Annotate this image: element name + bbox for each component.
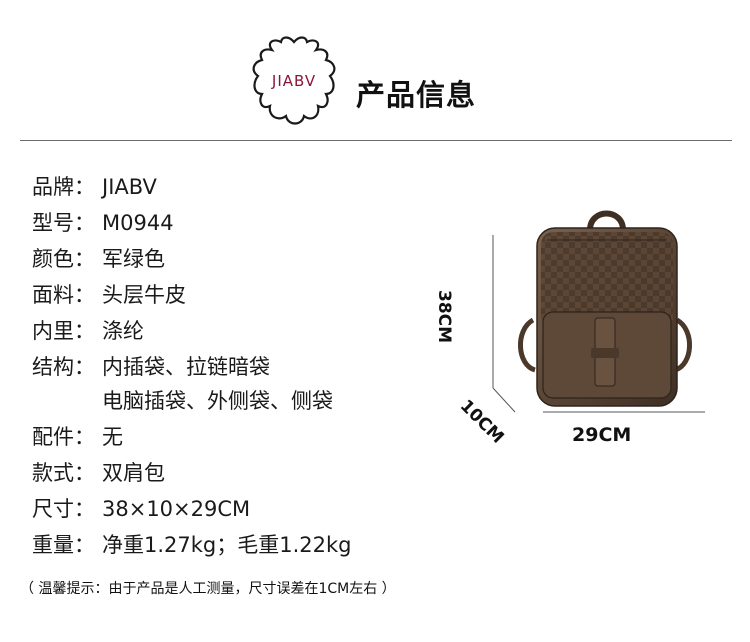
spec-label: 面料：	[32, 283, 95, 307]
spec-row-structure-continued: 电脑插袋、外侧袋、侧袋	[32, 386, 452, 422]
spec-label: 结构：	[32, 355, 95, 379]
spec-value: 军绿色	[102, 247, 165, 271]
spec-list: 品牌： JIABV 型号： M0944 颜色： 军绿色 面料： 头层牛皮 内里：…	[32, 172, 452, 566]
spec-value: M0944	[102, 211, 174, 235]
spec-value: 38×10×29CM	[102, 497, 251, 521]
spec-label: 颜色：	[32, 247, 95, 271]
header-divider	[20, 140, 732, 141]
backpack-illustration	[492, 210, 705, 413]
spec-row-style: 款式： 双肩包	[32, 458, 452, 494]
spec-value: JIABV	[102, 175, 157, 199]
spec-row-material: 面料： 头层牛皮	[32, 280, 452, 316]
spec-label: 重量：	[32, 533, 95, 557]
spec-value: 净重1.27kg；毛重1.22kg	[102, 533, 352, 557]
spec-label: 内里：	[32, 319, 95, 343]
measurement-note: （ 温馨提示：由于产品是人工测量，尺寸误差在1CM左右 ）	[20, 581, 396, 597]
spec-label: 尺寸：	[32, 497, 95, 521]
spec-value: 无	[102, 425, 123, 449]
leather-hide-icon	[252, 36, 336, 125]
brand-logo: JIABV	[244, 34, 344, 130]
spec-row-model: 型号： M0944	[32, 208, 452, 244]
spec-row-lining: 内里： 涤纶	[32, 316, 452, 352]
dimension-width-label: 29CM	[572, 424, 632, 446]
spec-value: 涤纶	[102, 319, 144, 343]
logo-text: JIABV	[271, 72, 317, 90]
product-image	[455, 200, 725, 460]
spec-row-brand: 品牌： JIABV	[32, 172, 452, 208]
page-title: 产品信息	[356, 78, 477, 112]
spec-value: 电脑插袋、外侧袋、侧袋	[102, 389, 333, 413]
spec-row-color: 颜色： 军绿色	[32, 244, 452, 280]
spec-row-size: 尺寸： 38×10×29CM	[32, 494, 452, 530]
spec-label: 品牌：	[32, 175, 95, 199]
spec-label: 型号：	[32, 211, 95, 235]
spec-row-weight: 重量： 净重1.27kg；毛重1.22kg	[32, 530, 452, 566]
spec-value: 头层牛皮	[102, 283, 186, 307]
spec-row-accessories: 配件： 无	[32, 422, 452, 458]
spec-value: 内插袋、拉链暗袋	[102, 355, 270, 379]
dimension-height-label: 38CM	[434, 290, 454, 344]
spec-row-structure: 结构： 内插袋、拉链暗袋	[32, 352, 452, 388]
spec-value: 双肩包	[102, 461, 165, 485]
spec-label: 款式：	[32, 461, 95, 485]
spec-label: 配件：	[32, 425, 95, 449]
